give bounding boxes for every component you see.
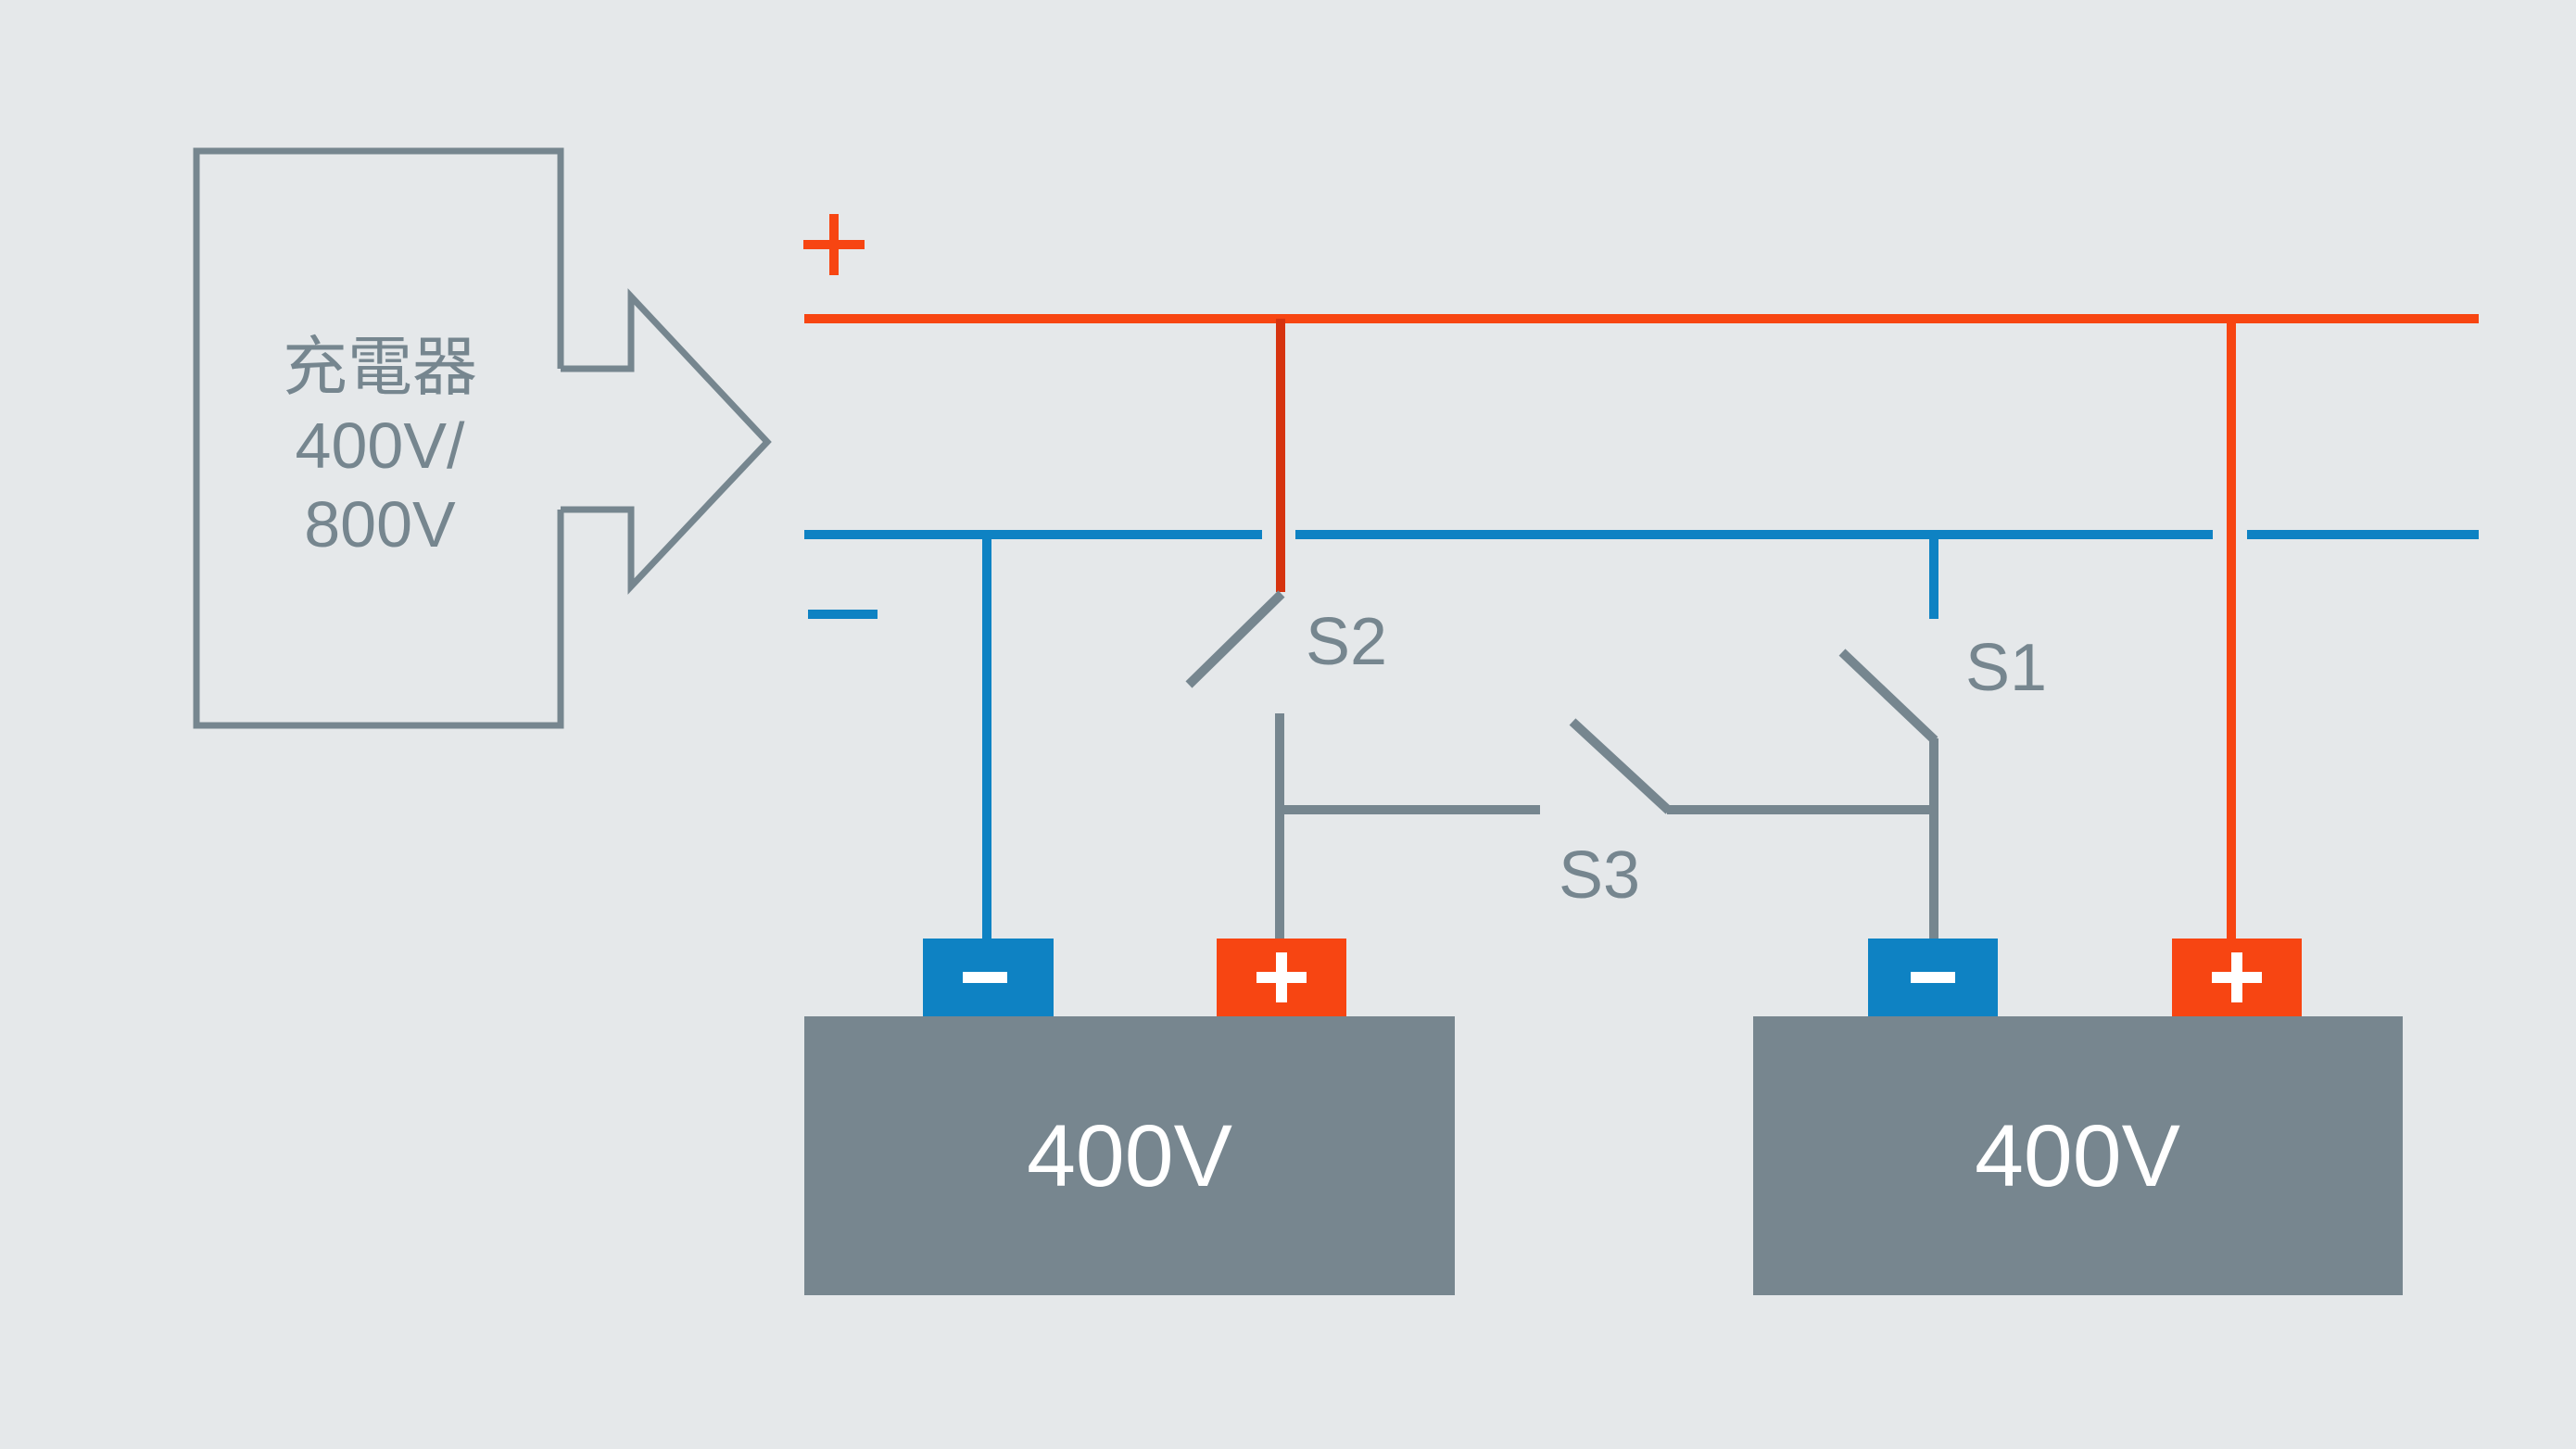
plus-icon [803,214,865,275]
charger-box [193,147,564,729]
s1-blade [1838,649,1938,744]
charger-label-line3: 800V [304,488,456,561]
battery1: 400V [804,939,1455,1295]
s3-blade [1569,718,1673,814]
battery2-body [1753,1016,2403,1295]
charger-block: 充電器 400V/ 800V [193,147,772,729]
battery1-plus-icon [1256,952,1307,1002]
s2-blade [1185,590,1285,688]
switch-s3: S3 [1280,718,1934,913]
battery2: 400V [1753,939,2403,1295]
switch-s2-label: S2 [1306,605,1387,679]
positive-bus [803,214,2479,323]
battery2-label: 400V [1975,1107,2180,1205]
battery1-label: 400V [1027,1107,1232,1205]
switch-s3-label: S3 [1559,838,1640,913]
battery1-body [804,1016,1455,1295]
charger-label-line2: 400V/ [296,410,465,482]
battery2-plus-icon [2212,952,2262,1002]
charger-arrow-icon [561,288,772,595]
charger-label-line1: 充電器 [283,331,477,403]
switch-s2: S2 [1185,319,1387,941]
switch-s1: S1 [1838,535,2047,941]
negative-bus [804,530,2479,619]
switch-s1-label: S1 [1965,631,2047,705]
